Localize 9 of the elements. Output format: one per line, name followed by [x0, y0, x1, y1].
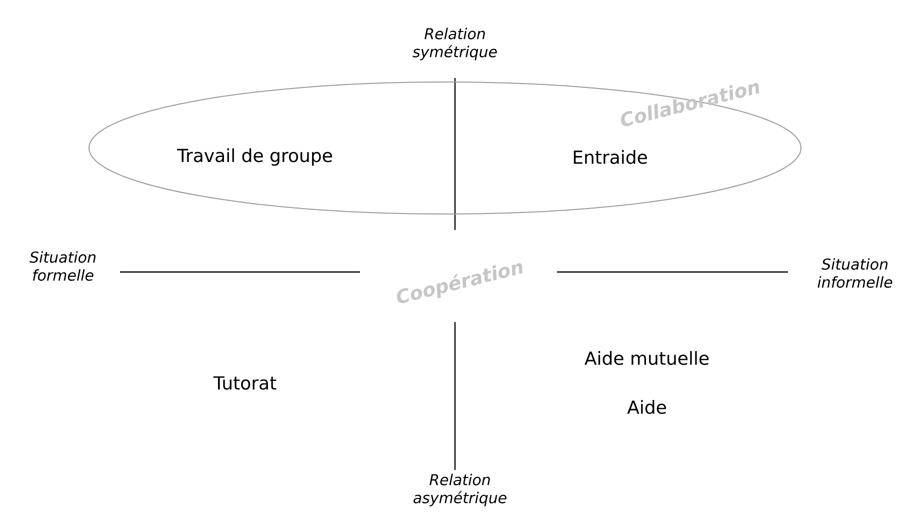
axis-label: Situation formelle — [30, 251, 96, 281]
text-label: Tutorat — [213, 376, 276, 390]
text-label: Aide mutuelle — [584, 351, 709, 365]
text-label: Aide — [627, 400, 666, 414]
group-label: Travail de groupe — [177, 148, 332, 166]
group-label: Entraide — [574, 150, 647, 164]
axis-label: Situation informelle — [818, 258, 892, 288]
axis-label: Relation symétrique — [412, 28, 497, 60]
axis-label: Relation asymétrique — [414, 474, 506, 506]
